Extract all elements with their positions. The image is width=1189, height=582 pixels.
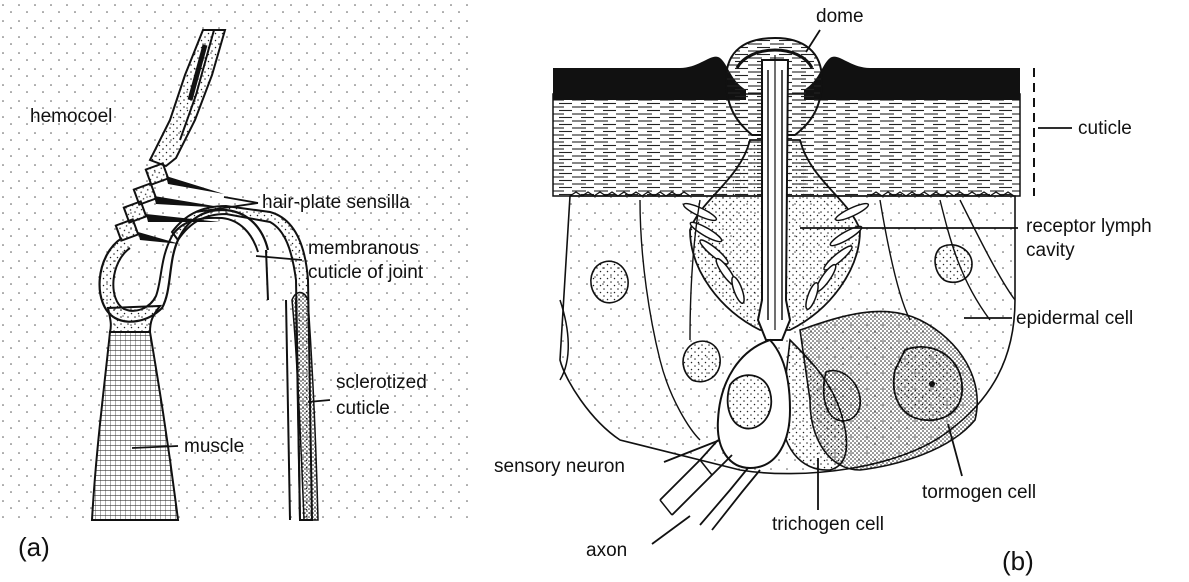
label-hair-plate-sensilla: hair-plate sensilla <box>262 192 410 213</box>
label-cuticle: cuticle <box>1078 118 1132 139</box>
upper-cuticle-strip <box>148 29 227 168</box>
muscle-body <box>90 331 180 521</box>
panel-b-drawing <box>552 29 1072 545</box>
hair-plate-segments <box>114 162 170 242</box>
panel-a-drawing <box>0 0 470 521</box>
label-axon: axon <box>586 540 628 561</box>
label-sclerotized-line2: cuticle <box>336 398 390 419</box>
label-dome: dome <box>816 6 864 27</box>
panel-b-leaders <box>651 29 1072 545</box>
membranous-cuticle <box>170 204 314 521</box>
tormogen-nucleus <box>892 346 963 422</box>
label-hemocoel: hemocoel <box>30 106 113 127</box>
dendrite-sheath <box>756 59 792 341</box>
label-receptor-line2: cavity <box>1026 240 1075 261</box>
cuticle-serration <box>569 191 691 197</box>
exocuticle-bar <box>553 56 746 100</box>
trichogen-cell-body <box>781 338 848 471</box>
label-tormogen-cell: tormogen cell <box>922 482 1037 503</box>
trichogen-nucleus <box>822 369 861 422</box>
label-sclerotized-line1: sclerotized <box>336 372 427 393</box>
epidermal-nuclei <box>590 244 973 383</box>
label-epidermal-cell: epidermal cell <box>1016 308 1134 329</box>
label-membranous-line1: membranous <box>308 238 419 259</box>
label-muscle: muscle <box>184 436 245 457</box>
panel-a-leaders <box>131 196 331 449</box>
label-sensory-neuron: sensory neuron <box>494 456 625 477</box>
label-trichogen-cell: trichogen cell <box>772 514 884 535</box>
label-membranous-line2: cuticle of joint <box>308 262 424 283</box>
lymph-fingers <box>682 202 870 310</box>
label-receptor-line1: receptor lymph <box>1026 216 1152 237</box>
panel-label-b: (b) <box>1002 546 1034 576</box>
panel-label-a: (a) <box>18 532 50 562</box>
neuron-nucleus <box>726 374 773 430</box>
cell-borders <box>639 199 1016 441</box>
hemocoel-field <box>0 0 470 520</box>
